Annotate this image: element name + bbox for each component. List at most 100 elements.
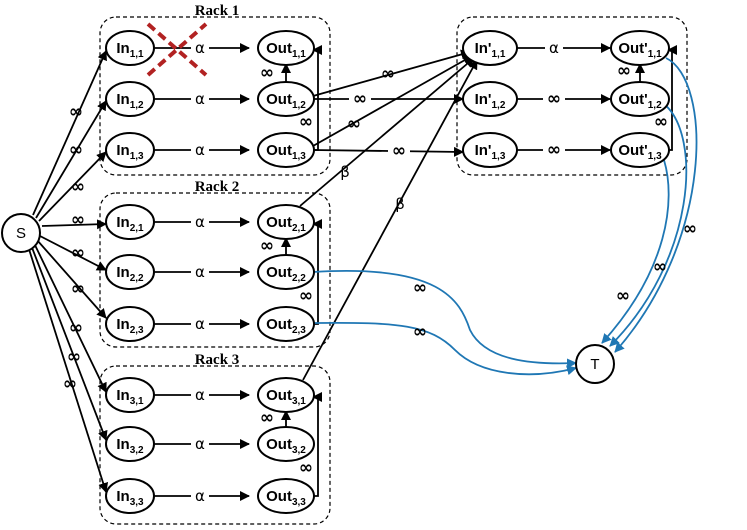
edge-out31-inp11 [302, 59, 478, 381]
svg-text:Out'1,3: Out'1,3 [618, 142, 662, 162]
label-s-in11: ∞ [69, 102, 83, 122]
svg-text:In1,1: In1,1 [116, 40, 144, 60]
cross-rack-edges: ∞ ∞ ∞ ∞ β β [299, 49, 478, 381]
inf-label-out13-inp11: ∞ [347, 114, 361, 134]
rack-1-box [99, 16, 331, 176]
node-out-31: Out3,1 [257, 377, 315, 413]
alpha-label-31: α [195, 386, 205, 404]
inf-label-prime-up: ∞ [617, 61, 631, 81]
inf-label-prime-13: ∞ [547, 140, 561, 160]
edge-outp13-t [601, 159, 670, 344]
node-in-21: In2,1 [105, 204, 155, 240]
edge-out13-inp11 [312, 55, 473, 147]
rack-2-title: Rack 2 [195, 179, 240, 195]
label-s-in23: ∞ [71, 279, 85, 299]
svg-text:In'1,1: In'1,1 [475, 40, 506, 60]
beta-label-out21: β [340, 163, 350, 181]
node-out-12: Out1,2 [257, 81, 315, 117]
edge-outp11-t [614, 57, 698, 353]
alpha-label-33: α [195, 487, 205, 505]
svg-text:Out2,3: Out2,3 [266, 316, 306, 336]
node-out-22: Out2,2 [257, 254, 315, 290]
svg-text:In2,1: In2,1 [116, 214, 144, 234]
label-s-in32: ∞ [67, 347, 81, 367]
label-s-in21: ∞ [71, 210, 85, 230]
inf-label-out13-inp13: ∞ [392, 141, 406, 161]
svg-text:In3,1: In3,1 [116, 387, 144, 407]
svg-text:Out2,2: Out2,2 [266, 264, 306, 284]
label-s-in31: ∞ [69, 318, 83, 338]
inf-label-r2-loop: ∞ [299, 286, 313, 306]
edge-s-in21 [41, 219, 107, 230]
edge-out21-inp11 [299, 57, 475, 207]
inf-label-outp12-t: ∞ [653, 257, 667, 277]
alpha-label-12: α [195, 90, 205, 108]
out-nodes: Out1,1 Out1,2 Out1,3 Out2,1 Out2,2 Out2,… [257, 30, 315, 514]
node-in-prime-11: In'1,1 [462, 30, 518, 66]
node-out-11: Out1,1 [257, 30, 315, 66]
inf-label-r2-up: ∞ [260, 236, 274, 256]
node-in-31: In3,1 [105, 377, 155, 413]
alpha-label-11: α [195, 39, 205, 57]
rack-internal-chains: ∞ ∞ ∞ ∞ ∞ ∞ [260, 45, 322, 497]
inf-label-r1-loop: ∞ [299, 112, 313, 132]
rack-1-title: Rack 1 [195, 3, 240, 19]
source-edge-labels: ∞ ∞ ∞ ∞ ∞ ∞ ∞ ∞ ∞ [63, 102, 85, 394]
edge-s-in13 [38, 151, 107, 222]
inf-label-outp11-t: ∞ [683, 219, 697, 239]
svg-text:In1,3: In1,3 [116, 142, 144, 162]
source-label: S [16, 225, 26, 242]
node-in-33: In3,3 [105, 478, 155, 514]
node-in-prime-13: In'1,3 [462, 132, 518, 168]
inf-label-outp13-t: ∞ [616, 286, 630, 306]
sink-label: T [590, 356, 599, 373]
label-s-in13: ∞ [71, 177, 85, 197]
alpha-label-21: α [195, 213, 205, 231]
node-out-33: Out3,3 [257, 478, 315, 514]
node-in-23: In2,3 [105, 306, 155, 342]
inf-label-out12-inp11: ∞ [381, 64, 395, 84]
node-out-23: Out2,3 [257, 306, 315, 342]
inf-label-prime-loop: ∞ [654, 112, 668, 132]
edge-s-in31 [33, 242, 107, 393]
node-in-13: In1,3 [105, 132, 155, 168]
rack-3-box [99, 365, 331, 525]
rack-3-title: Rack 3 [195, 352, 240, 368]
node-in-11: In1,1 [105, 30, 155, 66]
sink-edges: ∞ ∞ ∞ ∞ ∞ [312, 57, 698, 376]
svg-text:Out3,3: Out3,3 [266, 488, 306, 508]
inf-label-out23-t: ∞ [413, 322, 427, 342]
source-node [1, 213, 41, 253]
svg-text:In'1,3: In'1,3 [475, 142, 506, 162]
label-s-in12: ∞ [69, 140, 83, 160]
beta-label-out31: β [395, 195, 405, 213]
svg-text:Out1,1: Out1,1 [266, 40, 306, 60]
inf-label-r3-loop: ∞ [299, 458, 313, 478]
inf-label-out22-t: ∞ [413, 278, 427, 298]
edge-s-in33 [27, 245, 109, 493]
edge-s-in12 [35, 100, 107, 219]
svg-text:Out3,2: Out3,2 [266, 436, 306, 456]
alpha-label-23: α [195, 315, 205, 333]
alpha-label-prime-11: α [549, 39, 559, 57]
alpha-label-32: α [195, 435, 205, 453]
inf-label-prime-12: ∞ [547, 89, 561, 109]
inf-label-r1-up: ∞ [260, 63, 274, 83]
failed-node-cross [146, 22, 208, 77]
svg-text:Out1,2: Out1,2 [266, 91, 306, 111]
in-nodes: In1,1 In1,2 In1,3 In2,1 In2,2 In2,3 In3,… [105, 30, 155, 514]
alpha-label-22: α [195, 263, 205, 281]
inf-label-r3-up: ∞ [260, 408, 274, 428]
source-edges [27, 50, 109, 493]
inf-label-out12-inp12: ∞ [353, 89, 367, 109]
svg-text:In3,3: In3,3 [116, 488, 144, 508]
svg-text:In1,2: In1,2 [116, 91, 144, 111]
svg-text:Out1,3: Out1,3 [266, 142, 306, 162]
svg-text:In3,2: In3,2 [116, 436, 144, 456]
node-in-32: In3,2 [105, 426, 155, 462]
svg-text:Out'1,2: Out'1,2 [618, 91, 662, 111]
edge-s-in11 [32, 50, 107, 216]
label-s-in33: ∞ [63, 374, 77, 394]
node-out-21: Out2,1 [257, 204, 315, 240]
